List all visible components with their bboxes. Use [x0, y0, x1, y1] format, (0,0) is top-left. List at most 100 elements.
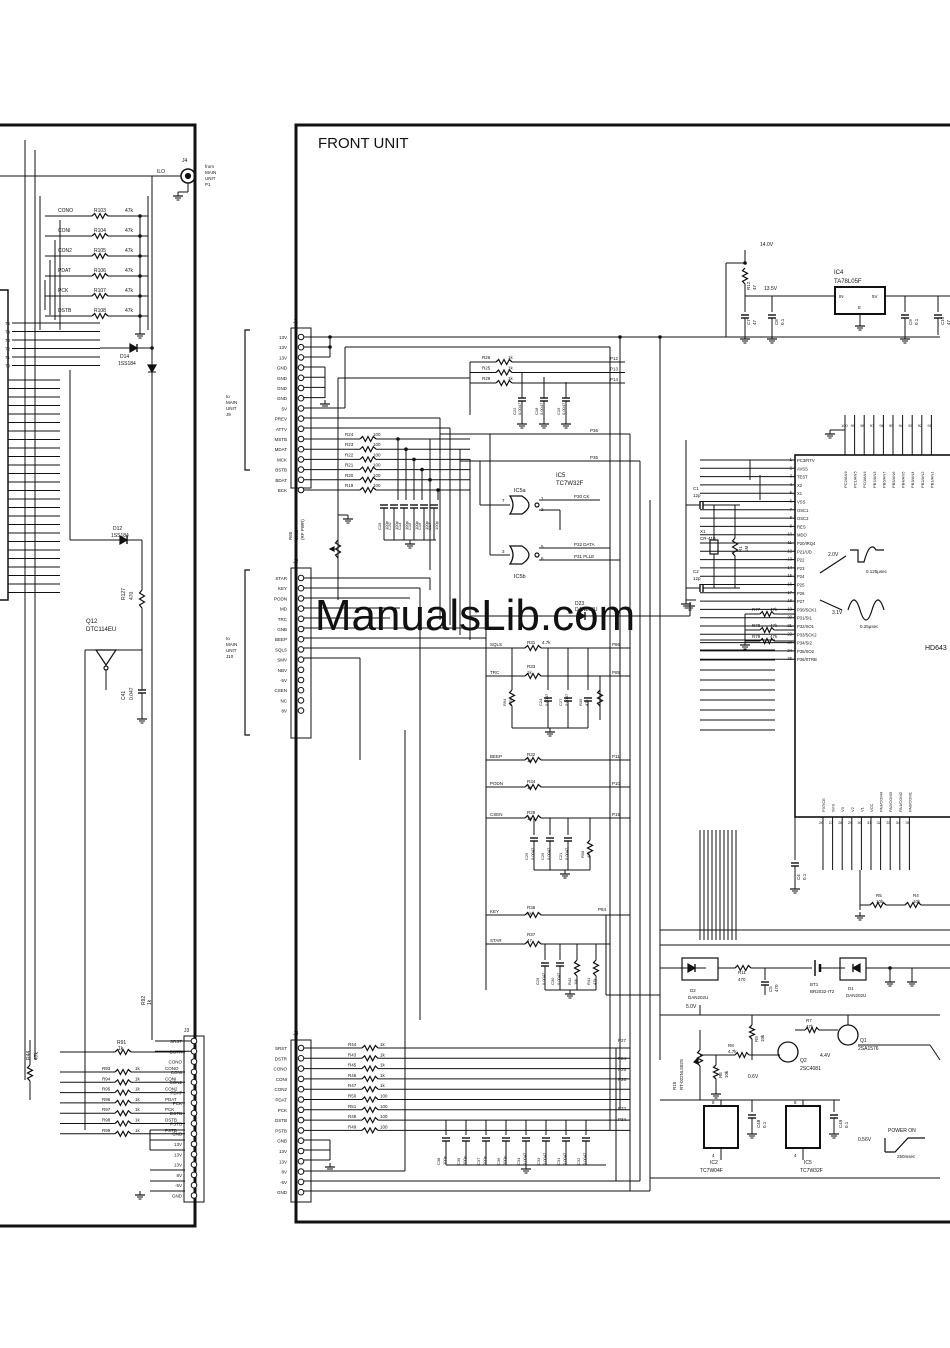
r92-value: 1k	[147, 999, 153, 1005]
connector-pin	[297, 635, 305, 643]
resistor-ref: R33	[527, 664, 536, 669]
net-label: P31 PLLE	[574, 554, 594, 559]
connector-pin-label: CONO	[169, 1060, 183, 1065]
connector-pin-label: 8V	[281, 709, 287, 714]
connector-pin-label: DSTB	[275, 1118, 287, 1123]
net-label: P12	[610, 356, 619, 361]
cap-value: 100p	[404, 520, 409, 530]
jack-label: MAIN	[205, 170, 216, 175]
resistor-ref: R21	[345, 463, 354, 468]
c5-ref: C5	[768, 986, 773, 992]
resistor-value: 1k	[508, 366, 514, 371]
resistor-value: 100	[373, 473, 381, 478]
connector-pin-label: ATTV	[276, 427, 287, 432]
pin-number: 6	[541, 556, 544, 561]
resistor	[524, 940, 542, 948]
resistor-r9	[748, 1024, 756, 1040]
osc-wave-time: 0.25μsec	[860, 624, 879, 629]
part-ref: R94	[502, 698, 507, 706]
r8-ref: R8	[728, 1043, 734, 1048]
connector-pin-label: PCK	[278, 1108, 287, 1113]
bt1-part: BR2032-IT2	[810, 989, 835, 994]
connector-pin	[190, 1058, 198, 1065]
ic-pin-number: 72	[5, 347, 11, 352]
cpu-pin-label: P34/SI2	[797, 641, 813, 646]
connector-pin	[297, 354, 305, 361]
cpu-pin-number: 9	[790, 523, 793, 528]
resistor-r4	[904, 901, 922, 909]
part-value: 4.7k	[508, 698, 513, 706]
r9-ref: R9	[754, 1036, 759, 1042]
cpu-pin-number: 99	[851, 423, 856, 428]
pullup-resistor	[91, 272, 109, 280]
resistor-value: 1k	[135, 1066, 141, 1071]
bracket	[244, 569, 250, 736]
resistor	[524, 911, 542, 919]
connector-pin-label: PODN	[274, 596, 287, 601]
cpu-pin-number: 24	[787, 648, 792, 653]
connector-pin-label: GNB	[172, 1132, 182, 1137]
resistor	[361, 1054, 379, 1063]
connector-pin-label: 13V	[174, 1142, 182, 1147]
d1-ref: D1	[848, 986, 854, 991]
connector-pin	[297, 1147, 305, 1155]
connector-to: MAIN	[226, 400, 237, 405]
cpu-pin-number: 100	[841, 423, 848, 428]
resistor-value: 1k	[135, 1128, 141, 1133]
connector-pin	[297, 445, 305, 453]
connector-pin-label: SQLS	[275, 647, 287, 652]
jack-j4	[180, 168, 196, 184]
resistor	[361, 1106, 379, 1114]
resistor-value: 47k	[125, 208, 134, 214]
cpu-pin-number: 18	[787, 598, 792, 603]
cap-ref: C18	[534, 407, 539, 415]
cap-ref: C22	[512, 407, 517, 415]
connector-pin	[297, 374, 305, 382]
cpu-pin-label: PC0/AN4	[862, 471, 867, 488]
r10-ref: R10	[672, 1081, 677, 1090]
cpu-pin-label: P30/SCK1	[797, 607, 817, 612]
connector-pin	[297, 625, 305, 633]
connector-pin-label: GNB	[277, 1139, 287, 1144]
connector-pin-label: 13V	[174, 1152, 182, 1157]
ic4-gnd: E	[858, 305, 861, 310]
cpu-pin-label: PB1/AN1	[929, 471, 934, 488]
resistor-r12	[741, 267, 749, 285]
resistor-value: 100	[380, 1094, 388, 1099]
net-label: CONO	[165, 1066, 179, 1071]
r11-value: 470	[738, 977, 746, 982]
potentiometer-r60	[334, 539, 342, 559]
ic-pin-number: 75	[5, 321, 11, 326]
resistor	[524, 783, 542, 791]
ic-pin-number: 70	[5, 364, 11, 369]
resistor-ref: R97	[102, 1107, 111, 1112]
junction-dot	[436, 488, 440, 492]
c4-value: 0.1	[802, 873, 807, 880]
ic2-ref: IC2	[710, 1160, 718, 1166]
connector-pin-label: CONO	[274, 1067, 288, 1072]
osc-wave-voltage: 2.0V	[828, 552, 839, 558]
connector-pin	[190, 1109, 198, 1117]
diode-pack-d2	[681, 957, 719, 981]
resistor-ref: R51	[348, 1104, 357, 1109]
connector-pin-label: NBV	[278, 668, 287, 673]
resistor-value: 100	[380, 1114, 388, 1119]
resistor	[495, 379, 513, 387]
resistor-value: 47k	[125, 248, 134, 254]
net-label: DSTB	[58, 308, 72, 314]
waveform-osc1	[850, 546, 884, 563]
cpu-pin-label: PB7/AN3	[872, 471, 877, 488]
junction-dot	[138, 274, 142, 278]
transistor-q2	[777, 1041, 799, 1063]
cpu-pin-label: P26	[797, 591, 805, 596]
connector-pin-label: CSEN	[274, 688, 287, 693]
resistor-ref: R45	[348, 1063, 357, 1068]
net-label: P33	[618, 1106, 627, 1111]
cpu-pin-number: 29	[848, 820, 853, 825]
r60-note: (RF PWR)	[300, 519, 305, 540]
connector-pin-label: GND	[277, 386, 288, 391]
cpu-pin-number: 34	[896, 820, 901, 825]
connector-pin	[297, 364, 305, 371]
diode-d1	[851, 962, 861, 974]
voltage-13v5: 13.5V	[764, 286, 778, 292]
